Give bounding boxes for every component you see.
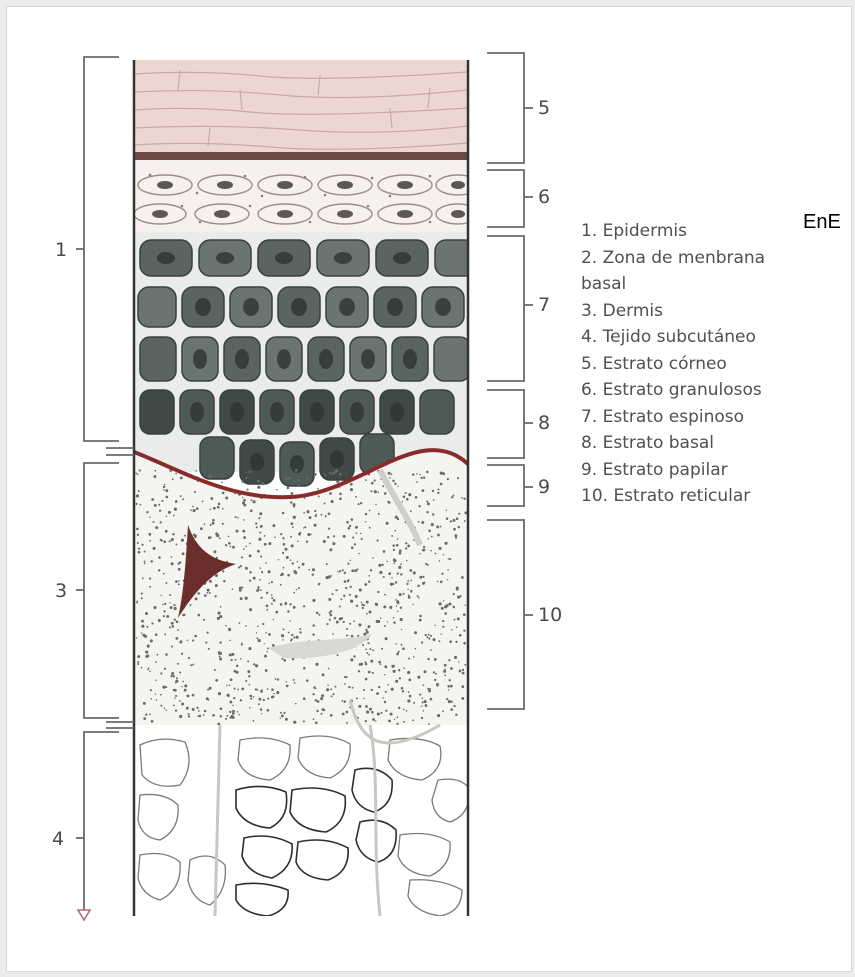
legend-item: 6. Estrato granulosos bbox=[581, 377, 841, 404]
legend-item: 10. Estrato reticular bbox=[581, 483, 841, 510]
legend-item: 2. Zona de menbrana bbox=[581, 245, 841, 272]
label-8: 8 bbox=[538, 414, 550, 433]
skin-column bbox=[134, 60, 480, 916]
bracket-epidermis bbox=[84, 57, 119, 441]
bracket-basale bbox=[487, 390, 524, 458]
legend-item: 4. Tejido subcutáneo bbox=[581, 324, 841, 351]
bracket-reticular bbox=[487, 520, 524, 709]
corneum-base-line bbox=[134, 152, 468, 160]
legend-item: 9. Estrato papilar bbox=[581, 457, 841, 484]
label-6: 6 bbox=[538, 188, 550, 207]
legend-item: 7. Estrato espinoso bbox=[581, 404, 841, 431]
left-brackets bbox=[76, 57, 134, 910]
subcutaneous-arrow-icon bbox=[78, 910, 90, 920]
legend-item: 8. Estrato basal bbox=[581, 430, 841, 457]
legend: 1. Epidermis 2. Zona de menbrana basal 3… bbox=[581, 218, 841, 510]
legend-item: 1. Epidermis bbox=[581, 218, 841, 245]
label-10: 10 bbox=[538, 606, 562, 625]
label-4: 4 bbox=[52, 830, 64, 849]
bracket-dermis bbox=[84, 463, 119, 718]
legend-item: basal bbox=[581, 271, 841, 298]
corner-text: EnE bbox=[803, 212, 841, 232]
bracket-spinosum bbox=[487, 236, 524, 381]
bracket-corneum bbox=[487, 53, 524, 163]
label-5: 5 bbox=[538, 99, 550, 118]
label-1: 1 bbox=[55, 241, 67, 260]
label-9: 9 bbox=[538, 478, 550, 497]
label-7: 7 bbox=[538, 296, 550, 315]
bracket-papillary bbox=[487, 465, 524, 506]
stratum-granulosum bbox=[134, 160, 468, 232]
subcutaneous-tissue bbox=[134, 725, 468, 916]
legend-item: 3. Dermis bbox=[581, 298, 841, 325]
label-3: 3 bbox=[55, 582, 67, 601]
legend-item: 5. Estrato córneo bbox=[581, 351, 841, 378]
right-brackets bbox=[487, 53, 533, 709]
bracket-granulosum bbox=[487, 170, 524, 227]
